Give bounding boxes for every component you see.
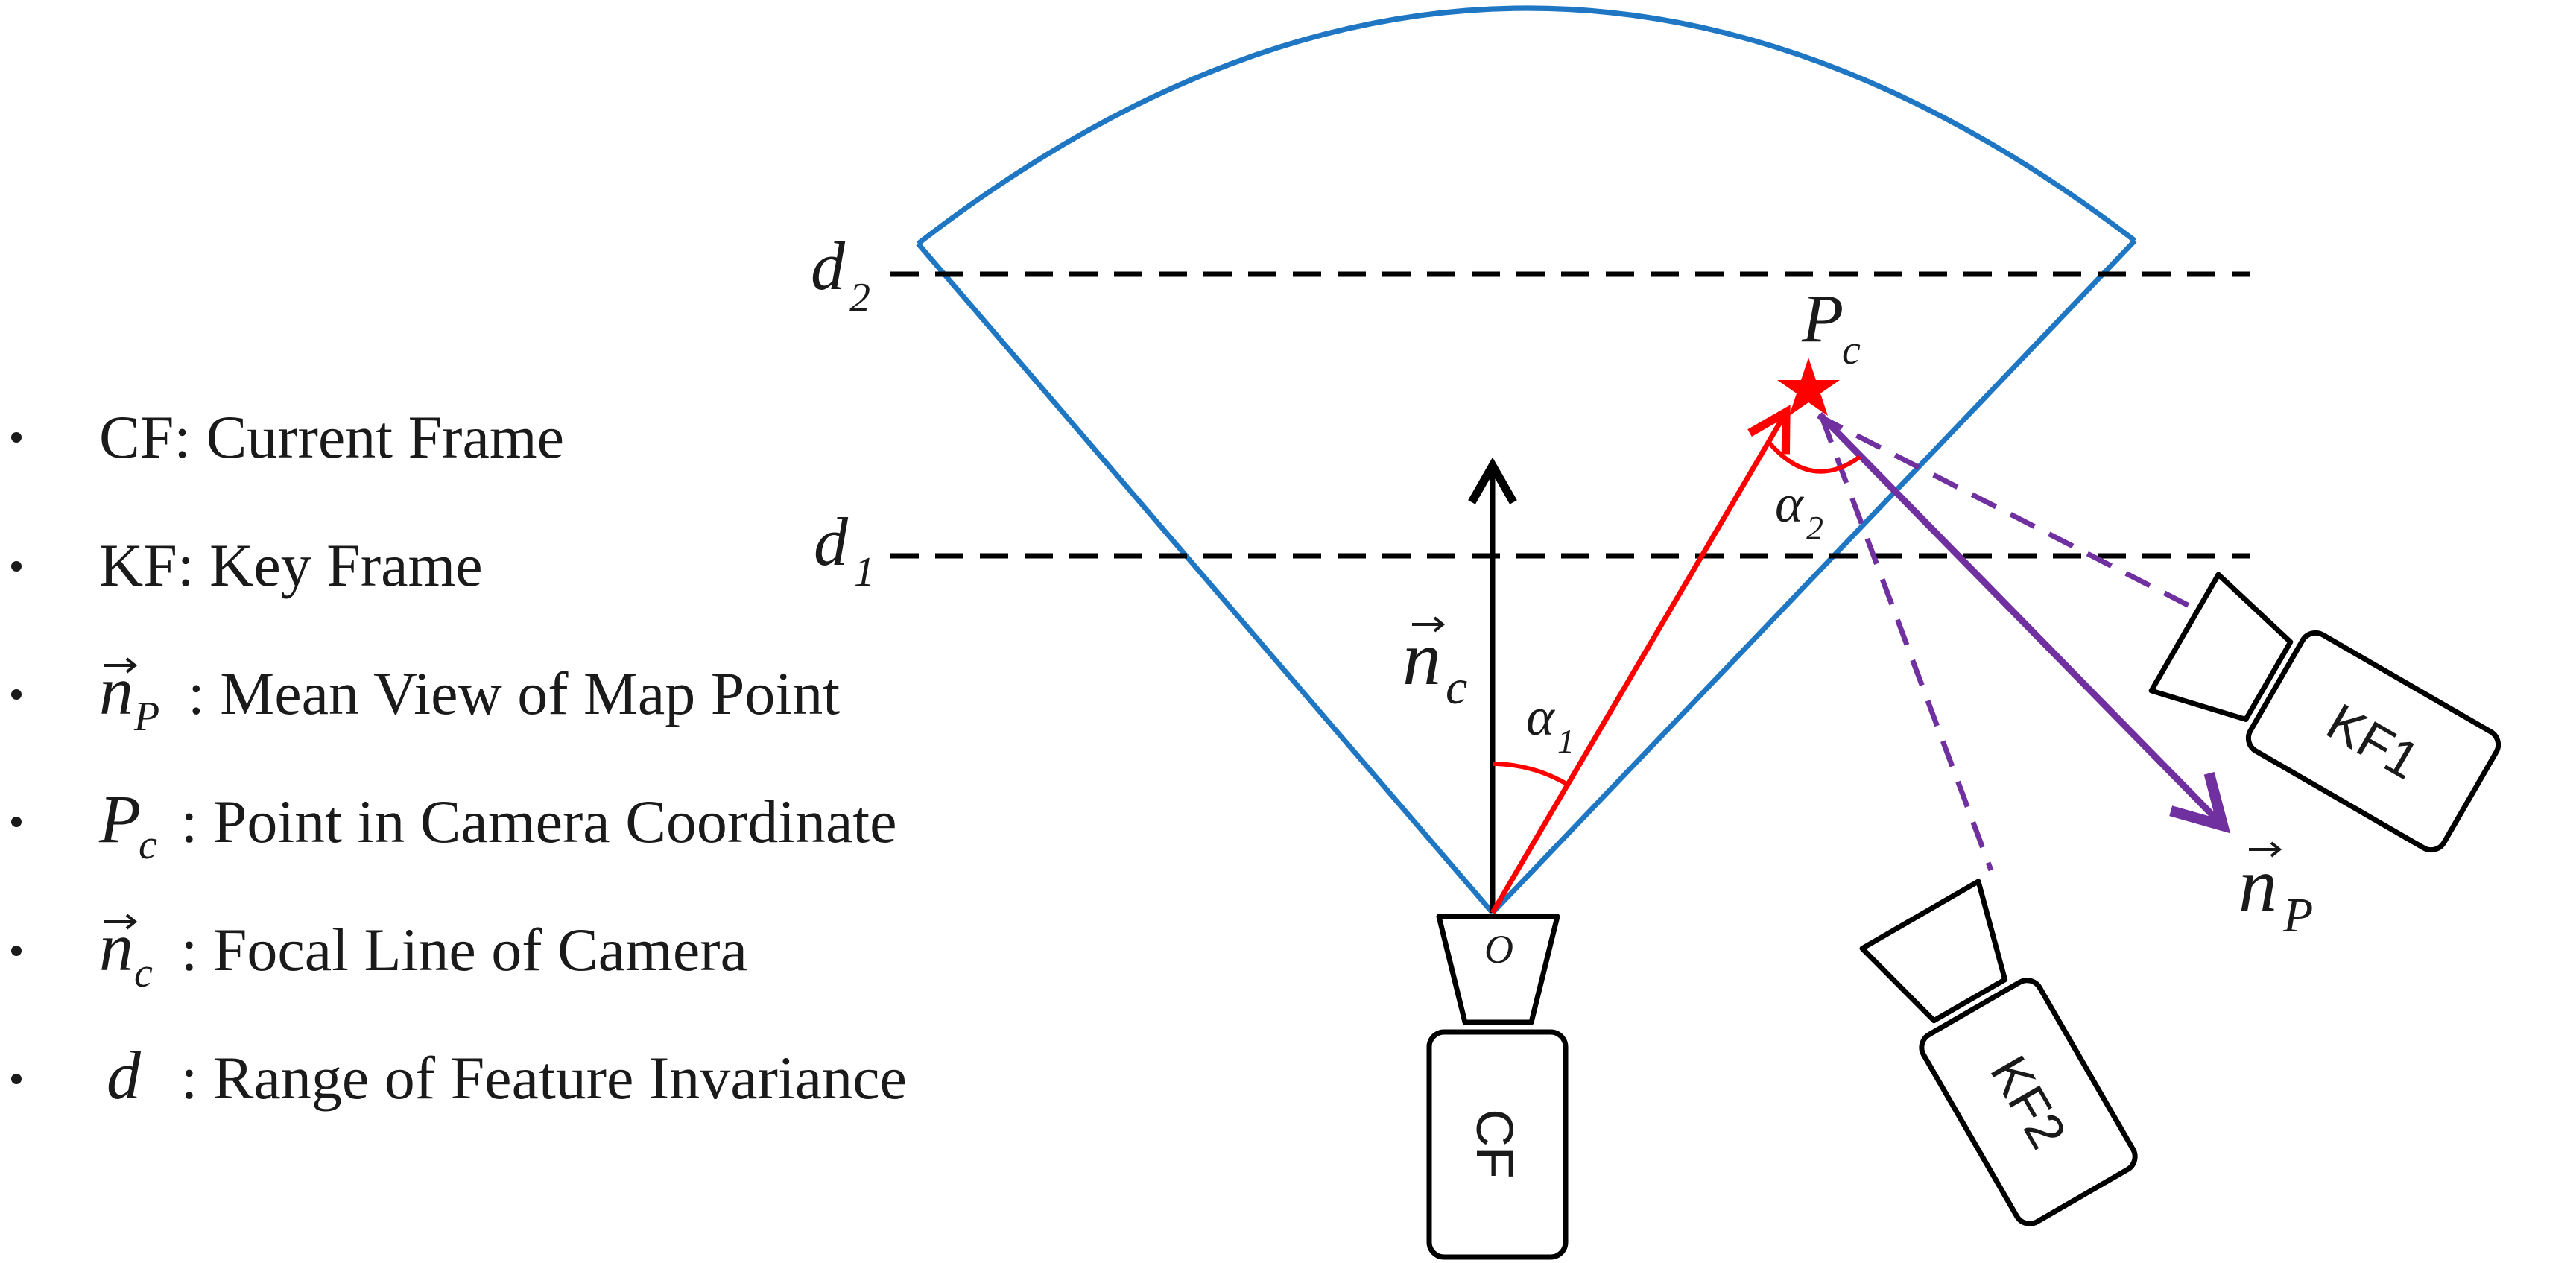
alpha1-arc: [1492, 762, 1569, 787]
cf-camera: O CF: [1426, 914, 1569, 1260]
svg-text:n: n: [1402, 615, 1441, 701]
svg-text:P: P: [2282, 888, 2313, 943]
np-subscript: P: [133, 694, 159, 740]
legend-item-pc: P c : Point in Camera Coordinate: [11, 781, 897, 868]
alpha2-arc: [1768, 442, 1861, 474]
legend-item-nc: n c : Focal Line of Camera: [11, 909, 747, 996]
legend-item-text: KF: Key Frame: [99, 531, 483, 599]
kf1-body: [2245, 630, 2501, 853]
kf2-body: [1919, 978, 2138, 1226]
pc-symbol: P: [98, 781, 141, 857]
cf-label: CF: [1466, 1109, 1524, 1178]
pc-label: P c: [1801, 280, 1861, 373]
np-label: n P: [2238, 841, 2313, 943]
nc-label: n c: [1402, 615, 1467, 715]
kf1-ray: [1817, 413, 2252, 640]
d-symbol: d: [107, 1037, 142, 1113]
nc-subscript: c: [134, 950, 153, 996]
svg-text:2: 2: [849, 275, 870, 321]
bullet: [11, 817, 22, 827]
cf-body: [1426, 1029, 1569, 1260]
alpha1-label: α 1: [1526, 687, 1575, 760]
frustum-right-edge: [1490, 238, 2137, 915]
pc-subscript: c: [139, 822, 157, 868]
legend-item-text: : Focal Line of Camera: [165, 916, 747, 984]
svg-text:d: d: [811, 228, 846, 304]
keyframe-rays: [1817, 413, 2252, 872]
svg-text:P: P: [1801, 280, 1844, 356]
vector-arrow-icon: [2249, 841, 2282, 858]
cf-lens: [1436, 914, 1560, 1025]
legend-item-kf: KF: Key Frame: [11, 531, 483, 599]
kf1-lens: [2148, 572, 2294, 722]
legend: CF: Current Frame KF: Key Frame n P : Me…: [11, 403, 907, 1113]
bullet: [11, 561, 22, 572]
legend-item-text: : Range of Feature Invariance: [165, 1044, 907, 1112]
svg-text:n: n: [2238, 842, 2277, 928]
kf1-camera: KF1: [2148, 572, 2501, 853]
legend-item-np: n P : Mean View of Map Point: [11, 653, 840, 740]
legend-item-text: : Point in Camera Coordinate: [165, 788, 897, 855]
bullet: [11, 946, 22, 956]
svg-text:α: α: [1526, 687, 1555, 747]
svg-text:1: 1: [854, 549, 875, 595]
svg-text:c: c: [1842, 327, 1861, 373]
vector-arrow-icon: [104, 914, 138, 930]
d1-label: d 1: [814, 504, 875, 595]
svg-text:c: c: [1446, 660, 1467, 715]
bullet: [11, 689, 22, 700]
kf2-lens: [1859, 879, 2008, 1024]
bullet: [11, 432, 22, 443]
map-point-star-icon: [1777, 358, 1840, 416]
svg-text:2: 2: [1806, 509, 1823, 547]
alpha2-label: α 2: [1775, 474, 1823, 547]
frustum-left-edge: [916, 241, 1495, 915]
np-arrow: [1817, 411, 2231, 834]
bullet: [11, 1074, 22, 1084]
distance-lines: d 2 d 1: [811, 228, 2250, 595]
view-frustum: [916, 5, 2137, 915]
legend-item-text: : Mean View of Map Point: [188, 659, 840, 727]
kf2-camera: KF2: [1859, 879, 2138, 1226]
legend-item-d: d : Range of Feature Invariance: [11, 1037, 907, 1113]
svg-text:1: 1: [1557, 722, 1575, 760]
vector-arrow-icon: [1412, 616, 1446, 633]
origin-label: O: [1484, 927, 1513, 972]
frustum-arc: [916, 5, 2137, 246]
legend-item-cf: CF: Current Frame: [11, 403, 564, 471]
svg-text:α: α: [1775, 474, 1804, 534]
legend-item-text: CF: Current Frame: [99, 403, 564, 471]
pc-vector: [1490, 405, 1791, 914]
svg-text:d: d: [814, 504, 849, 580]
d2-label: d 2: [811, 228, 870, 321]
kf2-ray: [1819, 416, 1994, 872]
vector-arrow-icon: [104, 657, 138, 674]
